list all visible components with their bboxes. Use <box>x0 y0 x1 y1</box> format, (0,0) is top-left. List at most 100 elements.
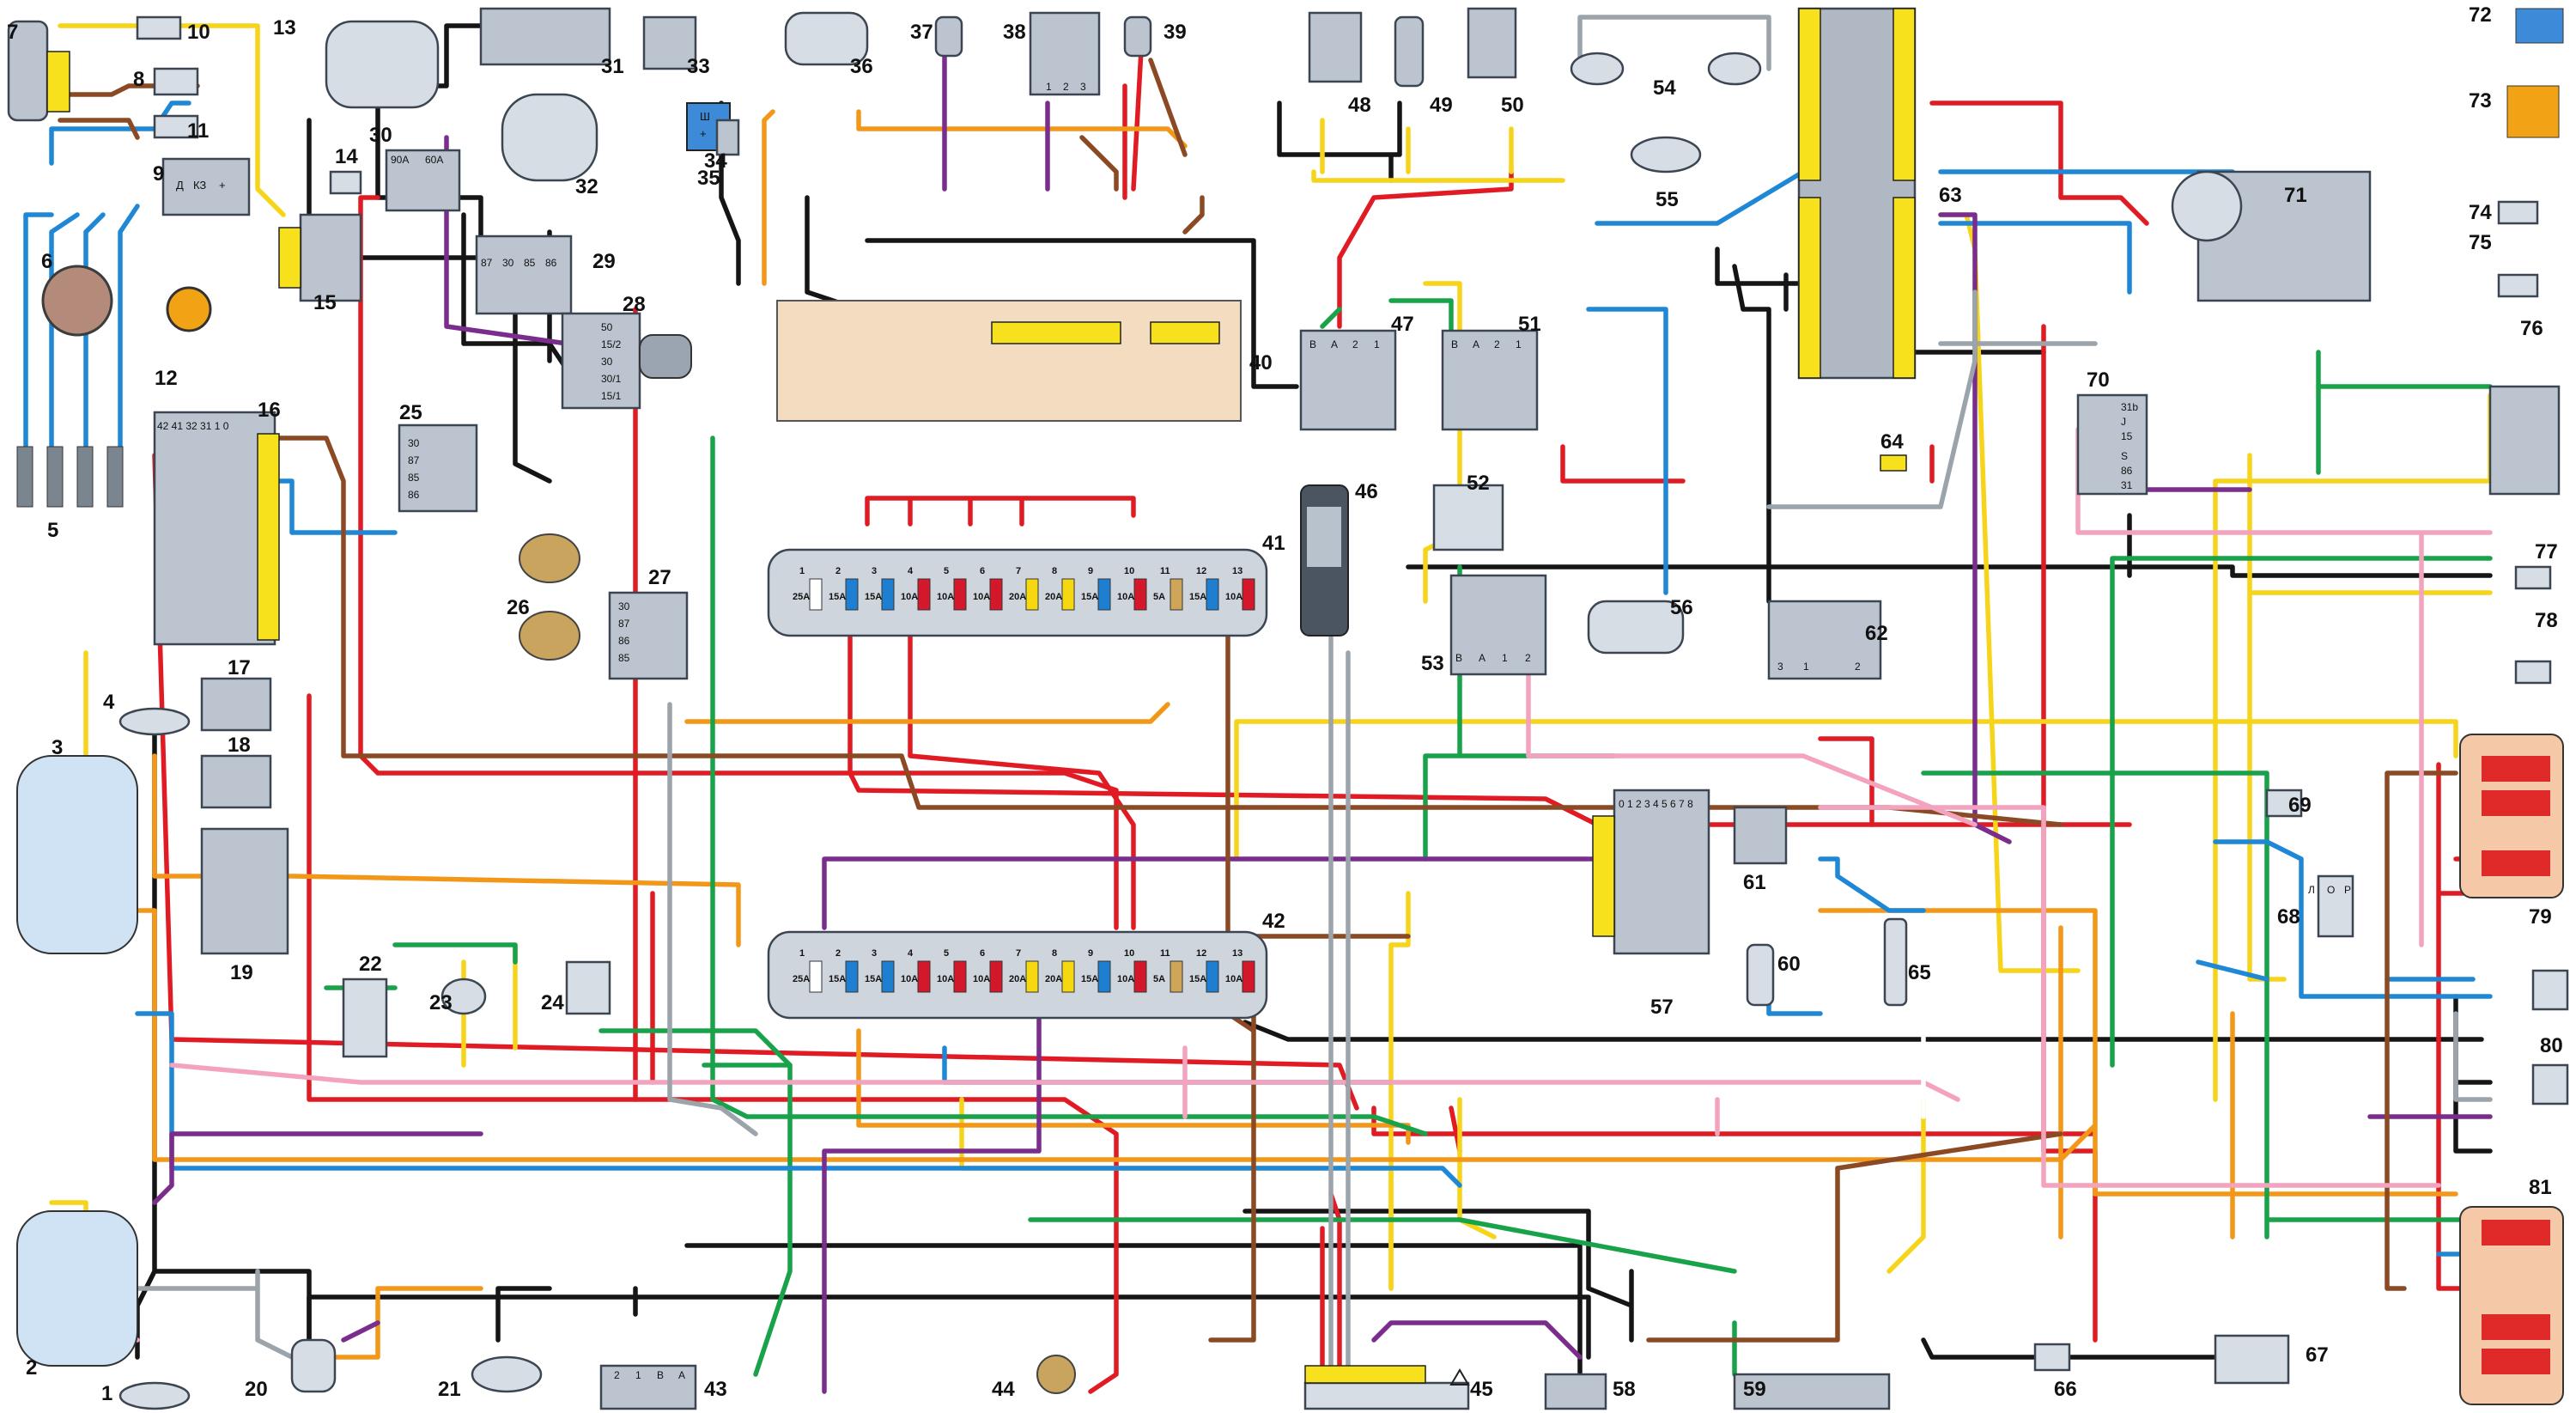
component-61 <box>1733 806 1788 865</box>
wire <box>684 702 1170 724</box>
fuse-number: 3 <box>872 566 877 576</box>
label-2: 2 <box>26 1356 37 1380</box>
label-65: 65 <box>1908 961 1931 984</box>
fuse-number: 4 <box>908 948 914 959</box>
wire <box>1371 1320 1583 1360</box>
component-15 <box>299 213 362 302</box>
c9-pin: Д <box>176 179 184 192</box>
fuse-number: 10 <box>1124 566 1134 576</box>
component-8 <box>153 67 199 96</box>
wire <box>1028 1217 1737 1377</box>
fuse-number: 1 <box>799 566 805 576</box>
label-69: 69 <box>2288 794 2312 817</box>
r43-pin: 2 <box>614 1369 620 1381</box>
label-14: 14 <box>335 145 358 168</box>
label-75: 75 <box>2469 231 2492 254</box>
label-43: 43 <box>704 1378 727 1401</box>
c70-pin: 31 <box>2121 479 2133 491</box>
component-13 <box>325 20 440 109</box>
c9-pin: + <box>219 179 226 192</box>
c38-pin: 3 <box>1080 81 1086 93</box>
motor-icon <box>2171 170 2243 242</box>
wire <box>1938 212 2081 973</box>
c38-pin: 1 <box>1046 81 1052 93</box>
connector <box>991 321 1121 344</box>
label-13: 13 <box>273 16 296 40</box>
r29-pin: 85 <box>524 257 536 269</box>
wire <box>1526 633 1978 827</box>
lamp-section <box>2482 790 2550 816</box>
wire <box>856 1028 1411 1145</box>
component-52 <box>1432 484 1504 551</box>
label-45: 45 <box>1470 1378 1493 1401</box>
c68-pin: Л <box>2308 884 2315 896</box>
fuse-rating: 15A <box>829 974 846 984</box>
fuse-number: 10 <box>1124 948 1134 959</box>
r51-pin: B <box>1451 338 1458 350</box>
label-58: 58 <box>1613 1378 1636 1401</box>
component-48 <box>1308 11 1363 83</box>
label-79: 79 <box>2529 905 2552 929</box>
label-53: 53 <box>1421 652 1444 675</box>
fuse <box>881 578 895 611</box>
component-37 <box>934 15 963 58</box>
component-31 <box>479 7 611 66</box>
fuse <box>1170 960 1183 993</box>
r25-pin: 85 <box>408 472 420 484</box>
component-labels: 1 2 3 4 5 6 7 8 9 10 11 12 13 14 15 16 1… <box>7 3 2563 1405</box>
fuse <box>953 578 967 611</box>
fuse-number: 12 <box>1196 566 1206 576</box>
label-62: 62 <box>1865 622 1888 645</box>
component-41 <box>767 548 1268 637</box>
label-81: 81 <box>2529 1176 2552 1199</box>
fuse-rating: 15A <box>865 974 882 984</box>
c34-pin: + <box>700 127 707 140</box>
label-52: 52 <box>1467 472 1490 495</box>
component-66 <box>2033 1343 2071 1372</box>
fuse <box>917 960 931 993</box>
fuse <box>881 960 895 993</box>
fuse-rating: 10A <box>901 592 918 602</box>
component-50 <box>1467 7 1517 79</box>
label-67: 67 <box>2306 1343 2329 1367</box>
wire <box>2110 556 2493 1068</box>
label-31: 31 <box>601 55 624 78</box>
r25-pin: 87 <box>408 454 420 466</box>
r53-pin: A <box>1479 652 1485 664</box>
r51-pin: 1 <box>1516 338 1522 350</box>
label-70: 70 <box>2087 368 2110 392</box>
connector <box>278 227 301 289</box>
component-12 <box>166 286 212 332</box>
component-49 <box>1394 15 1425 88</box>
fuse <box>989 578 1003 611</box>
wire <box>1337 169 1514 329</box>
switch16-header: 42 41 32 31 1 0 <box>157 420 229 432</box>
fuse-number: 6 <box>980 566 985 576</box>
label-47: 47 <box>1391 313 1414 336</box>
wire <box>307 693 1119 1394</box>
fuse-rating: 5A <box>1153 592 1165 602</box>
c70-pin: 31b <box>2121 401 2138 413</box>
wire <box>58 23 286 217</box>
wire <box>684 1243 2235 1377</box>
wire <box>1311 118 1565 183</box>
component-33 <box>642 15 697 70</box>
label-11: 11 <box>187 119 209 143</box>
fuse <box>1025 960 1039 993</box>
label-4: 4 <box>103 691 115 714</box>
component-25 <box>398 423 478 513</box>
component-53 <box>1449 574 1547 676</box>
component-14 <box>329 170 362 195</box>
c70-pin: J <box>2121 416 2126 428</box>
label-33: 33 <box>687 55 710 78</box>
connector <box>1592 815 1615 937</box>
component-38 <box>1029 11 1101 96</box>
component-30 <box>385 149 461 212</box>
fuse-number: 11 <box>1160 948 1170 959</box>
wire <box>702 435 1428 1136</box>
wire <box>1818 856 1926 913</box>
component-78 <box>2514 660 2552 685</box>
c62-pin: 3 <box>1777 661 1783 673</box>
ignition-key-icon <box>639 334 692 379</box>
